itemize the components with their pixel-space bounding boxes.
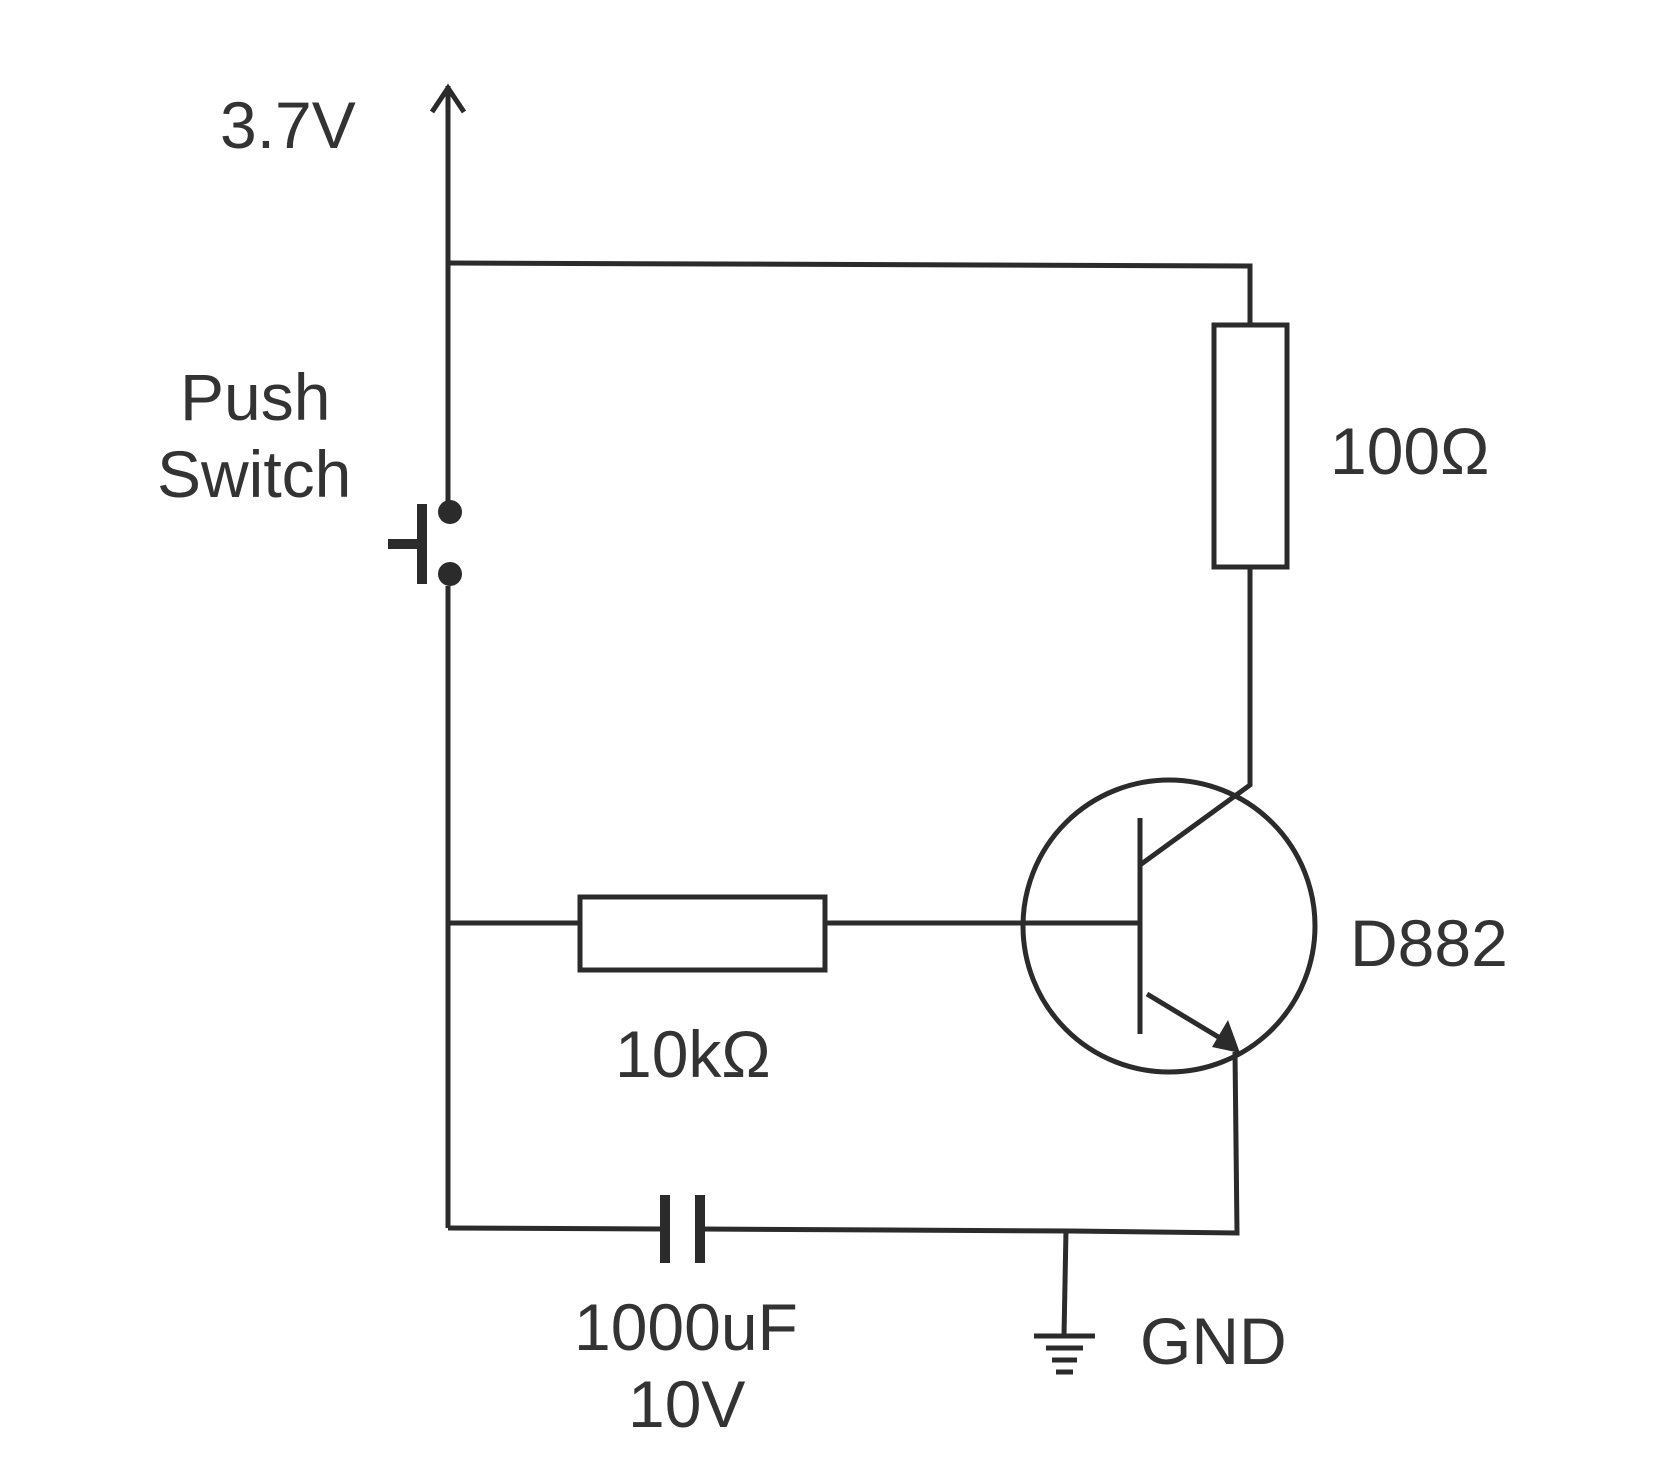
bottom-wire-left (447, 1225, 666, 1232)
collector-wire (1138, 567, 1253, 868)
collector-resistor (1211, 322, 1290, 570)
base-resistor-label: 10kΩ (615, 1017, 771, 1091)
push-switch-icon (388, 500, 462, 586)
base-resistor (577, 894, 828, 973)
supply-voltage-label: 3.7V (220, 88, 356, 162)
supply-arrow-icon (429, 83, 467, 512)
push-switch-label-line2: Switch (157, 437, 351, 511)
capacitor-symbol (660, 1195, 705, 1263)
capacitor-value-label: 1000uF (574, 1290, 798, 1364)
emitter-wire (1069, 1051, 1240, 1236)
ground-label: GND (1140, 1304, 1287, 1378)
capacitor-voltage-label: 10V (628, 1367, 745, 1441)
transistor-label: D882 (1350, 906, 1508, 980)
ground-icon (1034, 1229, 1095, 1375)
push-switch-label-line1: Push (180, 360, 330, 434)
emitter-arrow-icon (1212, 1020, 1240, 1053)
collector-resistor-label: 100Ω (1330, 414, 1489, 488)
top-wire (447, 260, 1253, 325)
transistor-symbol (1020, 777, 1318, 1075)
bottom-wire-right (699, 1226, 1071, 1234)
